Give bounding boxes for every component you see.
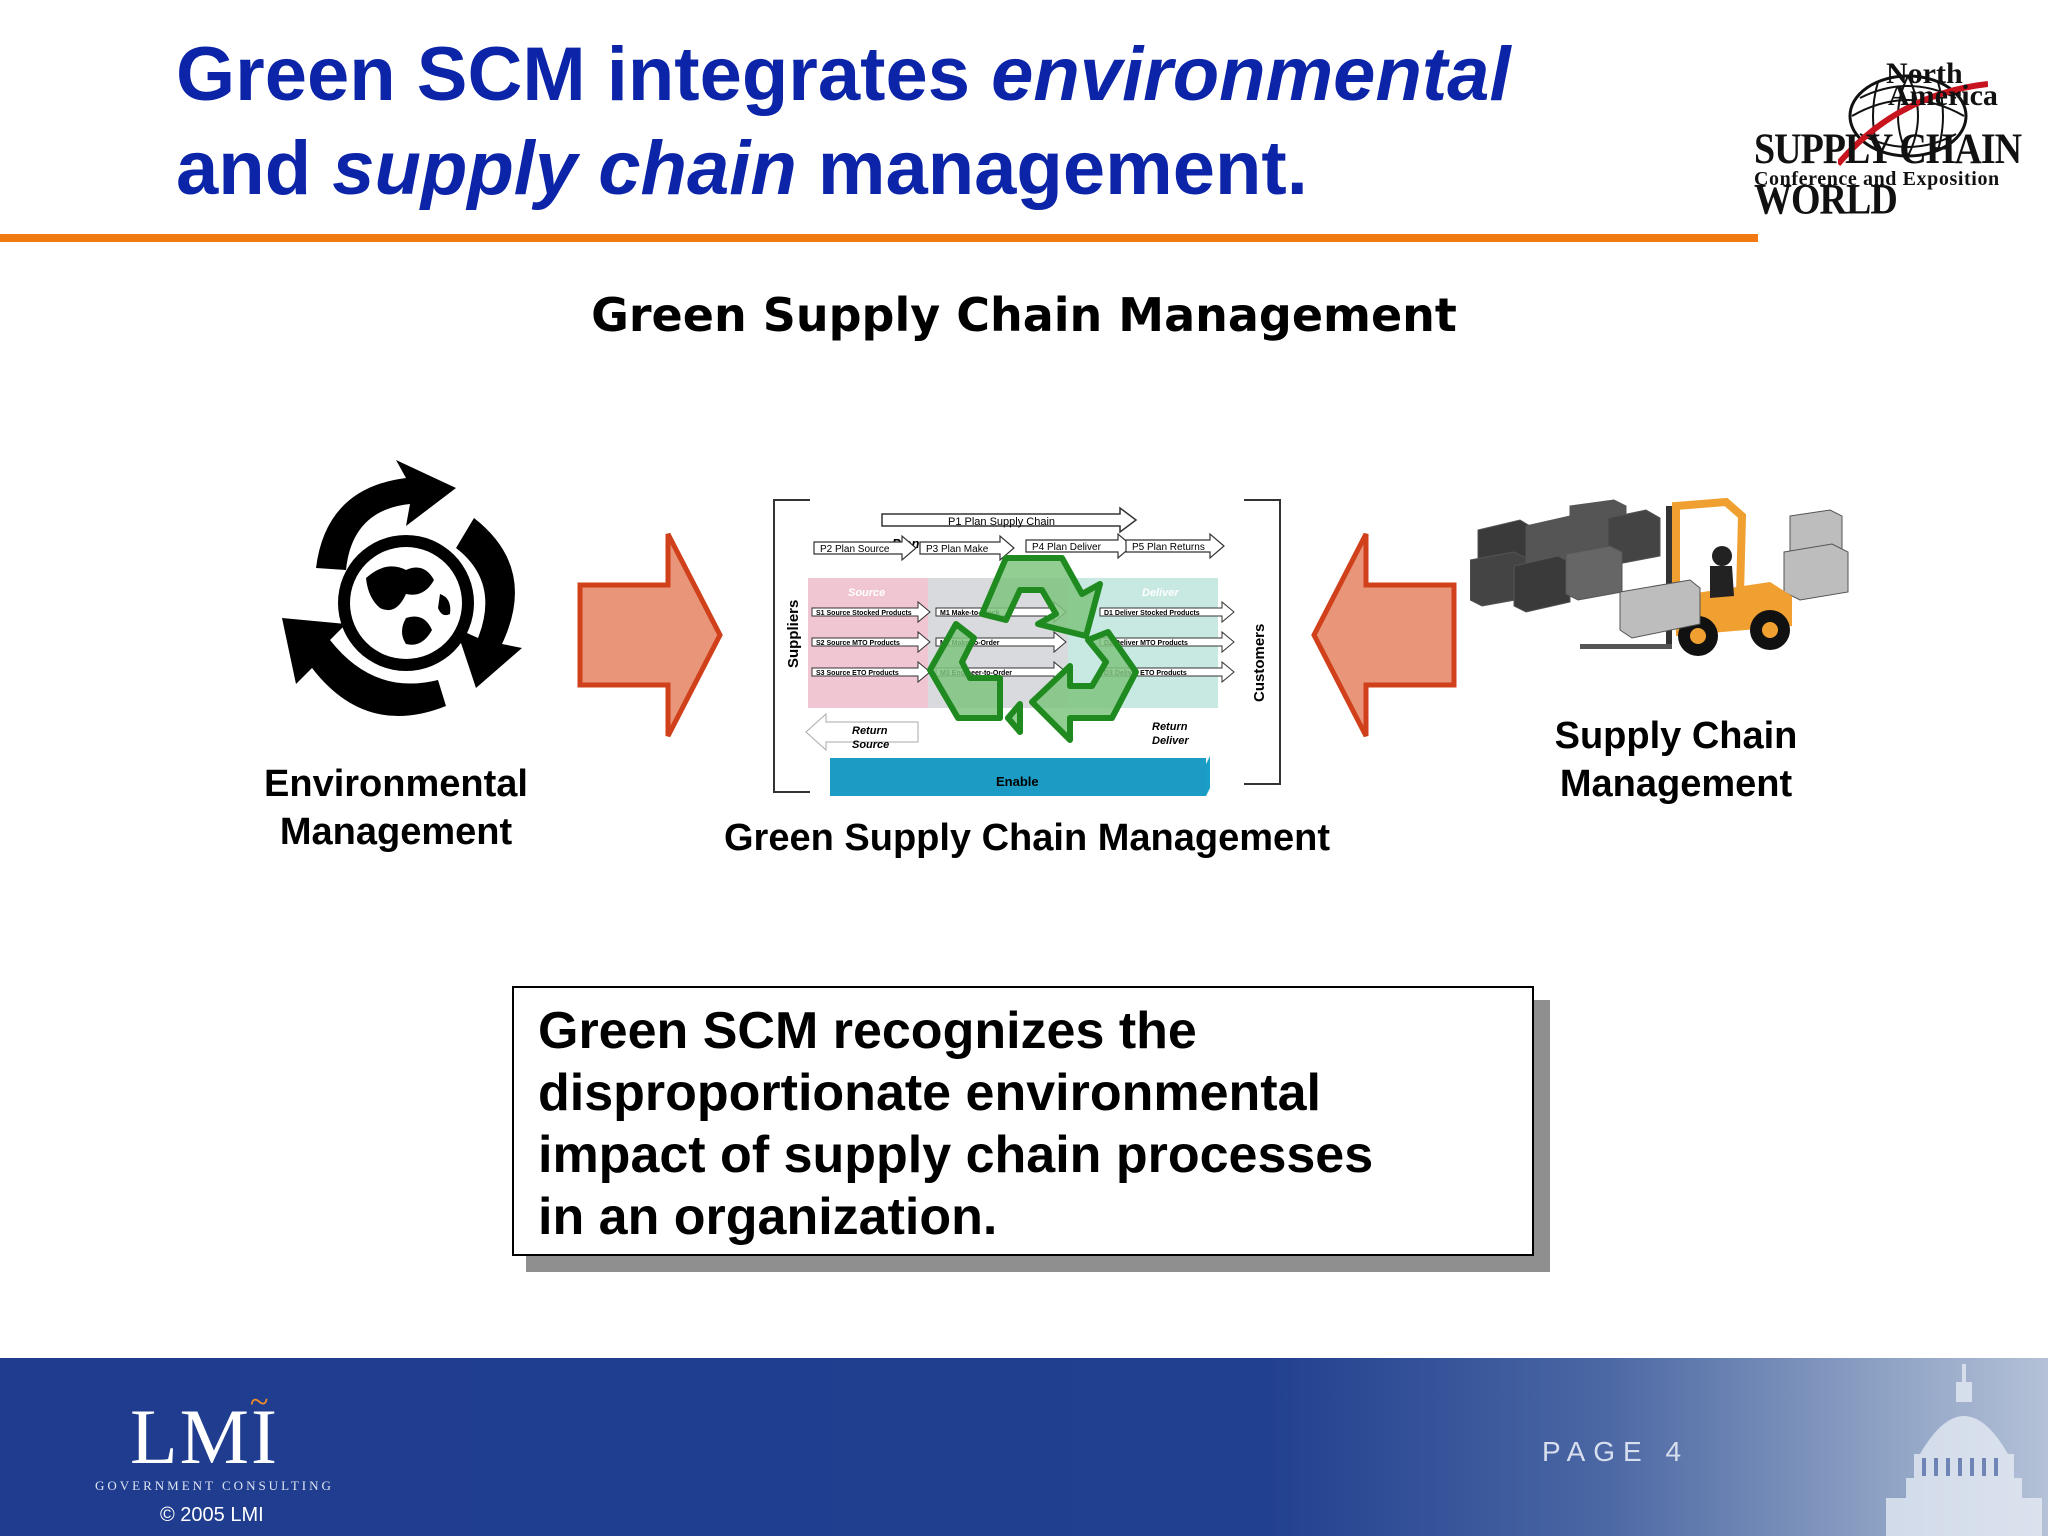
callout-box: Green SCM recognizes the disproportionat… (512, 986, 1534, 1256)
conference-logo: North America SUPPLY CHAIN WORLD Confere… (1748, 56, 2048, 225)
p4-label: P4 Plan Deliver (1032, 542, 1102, 553)
p5-label: P5 Plan Returns (1132, 542, 1205, 553)
m3-label: M3 Engineer-to-Order (940, 670, 1012, 677)
arrow-right-icon (577, 532, 723, 738)
capitol-dome-icon (1886, 1364, 2042, 1536)
d1-label: D1 Deliver Stocked Products (1104, 610, 1200, 617)
green-scm-caption: Green Supply Chain Management (724, 817, 1330, 859)
logo-brand: SUPPLY CHAIN WORLD (1754, 125, 2022, 225)
lmi-logo-tilde-icon: ~ (250, 1384, 269, 1421)
title-divider (0, 234, 1758, 242)
source-label: Source (848, 587, 885, 599)
lmi-logo-subtitle: GOVERNMENT CONSULTING (95, 1478, 334, 1493)
environmental-management-caption: Environmental Management (264, 763, 528, 853)
page-number: PAGE 4 (1542, 1436, 1690, 1467)
customers-label: Customers (1251, 624, 1268, 702)
return-deliver-label-2: Deliver (1152, 735, 1189, 747)
callout-text: Green SCM recognizes the disproportionat… (538, 1002, 1374, 1246)
supply-chain-management-caption: Supply Chain Management (1554, 715, 1798, 805)
recycle-icon (927, 555, 1139, 743)
d2-label: D2 Deliver MTO Products (1104, 640, 1188, 647)
return-source-label-2: Source (852, 739, 889, 751)
suppliers-label: Suppliers (785, 600, 802, 668)
s1-label: S1 Source Stocked Products (816, 610, 912, 617)
enable-label: Enable (996, 774, 1039, 789)
footer-bar: LMI ~ GOVERNMENT CONSULTING © 2005 LMI P… (0, 1358, 2048, 1536)
forklift-icon (1470, 497, 1849, 656)
s2-label: S2 Source MTO Products (816, 640, 900, 647)
slide-title: Green SCM integrates environmental and s… (176, 32, 1511, 211)
s3-label: S3 Source ETO Products (816, 670, 899, 677)
return-source-label: Return (852, 725, 888, 737)
return-deliver-label: Return (1152, 721, 1188, 733)
deliver-label: Deliver (1142, 587, 1179, 599)
arrow-left-icon (1311, 532, 1457, 738)
lmi-logo: LMI (130, 1393, 279, 1480)
p3-label: P3 Plan Make (926, 544, 989, 555)
logo-north: North (1886, 57, 1963, 90)
logo-america: America (1888, 79, 1998, 112)
p1-label: P1 Plan Supply Chain (948, 516, 1055, 528)
scor-model-diagram: Plan P1 Plan Supply Chain P2 Plan Source… (773, 499, 1281, 796)
recycle-globe-icon (282, 460, 522, 717)
d3-label: D3 Deliver ETO Products (1104, 670, 1187, 677)
logo-tagline: Conference and Exposition (1754, 168, 2000, 190)
globe-icon (1838, 74, 1988, 166)
copyright: © 2005 LMI (160, 1504, 264, 1526)
diagram-heading: Green Supply Chain Management (591, 288, 1457, 342)
m1-label: M1 Make-to-Stock (940, 610, 1000, 617)
p2-label: P2 Plan Source (820, 544, 890, 555)
